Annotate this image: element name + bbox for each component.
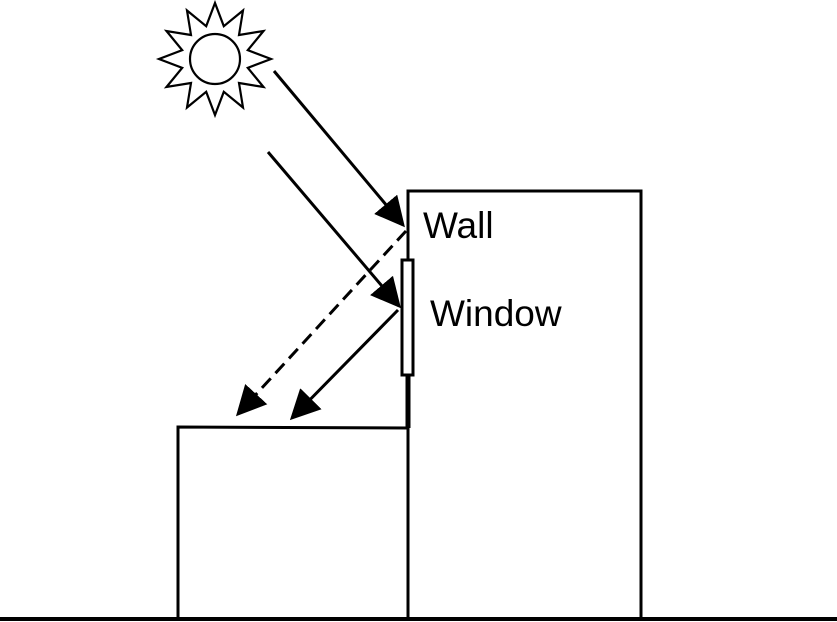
- wall-label: Wall: [423, 205, 494, 246]
- incident-ray-wall: [272, 70, 405, 228]
- reflected-ray-window: [289, 308, 400, 421]
- incident-ray-window: [266, 151, 401, 309]
- tall-building-outline: [406, 189, 643, 619]
- window-pane: [400, 258, 415, 377]
- window-label: Window: [430, 293, 562, 334]
- low-building-outline: [176, 425, 409, 619]
- sun-icon: [155, 0, 275, 119]
- reflected-ray-wall: [235, 229, 408, 417]
